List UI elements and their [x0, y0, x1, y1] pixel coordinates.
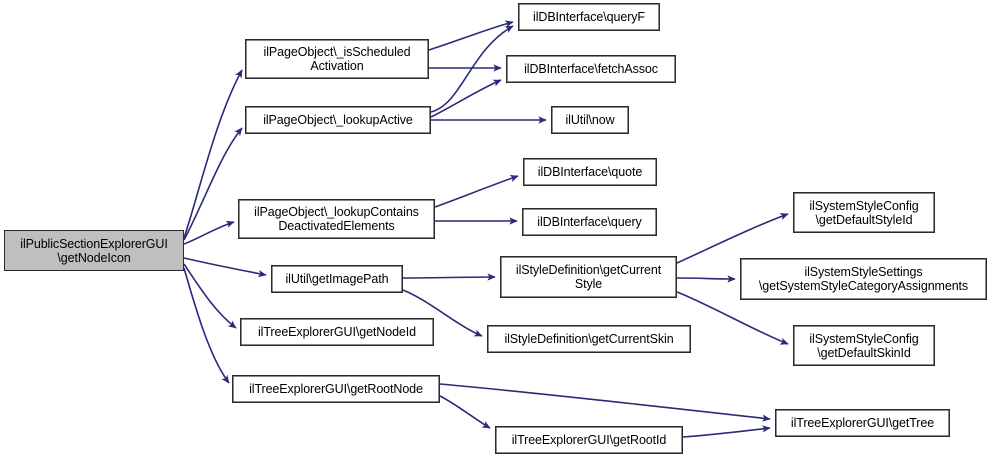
graph-node-query[interactable]: ilDBInterface\query	[522, 208, 657, 236]
graph-node-label: ilSystemStyleConfig \getDefaultSkinId	[809, 331, 919, 360]
call-edge-root-to-getRootNode	[183, 267, 230, 384]
call-edge-getImagePath-to-getCurrentStyle	[402, 273, 496, 281]
call-edge-getCurrentStyle-to-getSystemStyleCategoryAssignments	[676, 275, 736, 283]
graph-node-getNodeId[interactable]: ilTreeExplorerGUI\getNodeId	[240, 318, 434, 346]
call-edge-getRootId-to-getTree	[682, 425, 771, 438]
call-edge-root-to-lookupActive	[183, 127, 243, 241]
graph-node-label: ilDBInterface\quote	[537, 165, 643, 179]
graph-node-label: ilPublicSectionExplorerGUI \getNodeIcon	[20, 236, 168, 265]
graph-node-label: ilUtil\getImagePath	[285, 272, 389, 286]
graph-node-getDefaultStyleId[interactable]: ilSystemStyleConfig \getDefaultStyleId	[793, 192, 935, 233]
call-edge-isScheduledActivation-to-queryF	[428, 20, 514, 51]
graph-node-label: ilDBInterface\fetchAssoc	[524, 62, 658, 76]
call-edge-getRootNode-to-getTree	[439, 383, 771, 422]
graph-node-now[interactable]: ilUtil\now	[551, 106, 629, 134]
graph-node-getImagePath[interactable]: ilUtil\getImagePath	[271, 265, 403, 293]
graph-node-label: ilDBInterface\query	[537, 215, 642, 229]
graph-node-isScheduledActivation[interactable]: ilPageObject\_isScheduled Activation	[245, 39, 429, 79]
graph-node-label: ilStyleDefinition\getCurrentSkin	[504, 332, 674, 346]
graph-node-label: ilTreeExplorerGUI\getNodeId	[257, 325, 417, 339]
graph-node-label: ilSystemStyleConfig \getDefaultStyleId	[809, 198, 919, 227]
call-edge-root-to-isScheduledActivation	[183, 69, 243, 239]
graph-node-label: ilStyleDefinition\getCurrent Style	[515, 263, 662, 291]
call-edge-root-to-getImagePath	[183, 257, 267, 278]
graph-node-fetchAssoc[interactable]: ilDBInterface\fetchAssoc	[506, 55, 676, 83]
graph-node-label: ilTreeExplorerGUI\getRootId	[511, 433, 667, 447]
graph-node-label: ilTreeExplorerGUI\getRootNode	[249, 382, 423, 396]
call-edge-root-to-lookupContainsDeactivatedElements	[183, 220, 235, 245]
graph-node-root[interactable]: ilPublicSectionExplorerGUI \getNodeIcon	[4, 230, 184, 271]
graph-node-lookupContainsDeactivatedElements[interactable]: ilPageObject\_lookupContains Deactivated…	[238, 199, 435, 239]
graph-node-getCurrentStyle[interactable]: ilStyleDefinition\getCurrent Style	[500, 256, 677, 298]
graph-node-quote[interactable]: ilDBInterface\quote	[523, 158, 657, 186]
graph-node-getSystemStyleCategoryAssignments[interactable]: ilSystemStyleSettings \getSystemStyleCat…	[740, 258, 987, 300]
graph-node-getCurrentSkin[interactable]: ilStyleDefinition\getCurrentSkin	[487, 325, 691, 353]
call-edge-root-to-getNodeId	[183, 263, 237, 329]
graph-node-label: ilPageObject\_isScheduled Activation	[263, 45, 411, 73]
graph-node-queryF[interactable]: ilDBInterface\queryF	[518, 3, 660, 31]
graph-node-label: ilSystemStyleSettings \getSystemStyleCat…	[758, 265, 969, 293]
graph-node-getTree[interactable]: ilTreeExplorerGUI\getTree	[775, 409, 950, 437]
call-edge-getCurrentStyle-to-getDefaultStyleId	[676, 213, 789, 264]
graph-node-getDefaultSkinId[interactable]: ilSystemStyleConfig \getDefaultSkinId	[793, 325, 935, 366]
graph-node-label: ilDBInterface\queryF	[533, 10, 645, 24]
graph-node-getRootId[interactable]: ilTreeExplorerGUI\getRootId	[495, 426, 683, 454]
graph-node-label: ilUtil\now	[565, 113, 615, 127]
call-edge-lookupActive-to-fetchAssoc	[430, 79, 502, 118]
call-edge-lookupContainsDeactivatedElements-to-quote	[434, 175, 519, 208]
graph-node-getRootNode[interactable]: ilTreeExplorerGUI\getRootNode	[232, 375, 440, 403]
graph-node-lookupActive[interactable]: ilPageObject\_lookupActive	[245, 106, 431, 134]
call-edge-lookupActive-to-queryF	[430, 25, 514, 113]
call-edge-getRootNode-to-getRootId	[439, 395, 491, 429]
graph-node-label: ilPageObject\_lookupActive	[263, 113, 413, 127]
graph-node-label: ilTreeExplorerGUI\getTree	[790, 416, 935, 430]
graph-node-label: ilPageObject\_lookupContains Deactivated…	[254, 205, 419, 233]
